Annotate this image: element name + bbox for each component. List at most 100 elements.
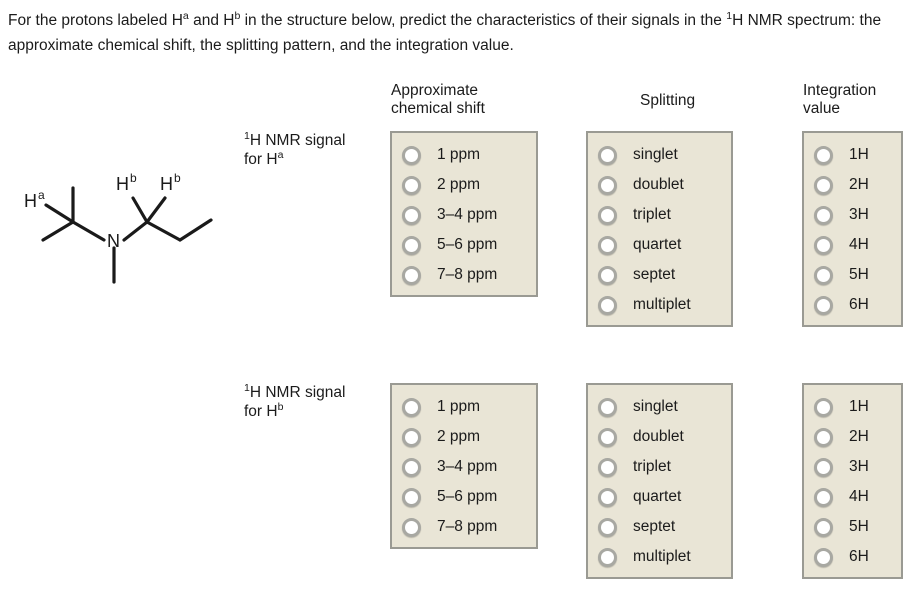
row-label-b-line1: 1H NMR signal [244, 381, 346, 401]
option-row[interactable]: doublet [588, 422, 731, 452]
row-label-signal-a: 1H NMR signal for Ha [244, 131, 384, 169]
column-header-chemical-shift: Approximate chemical shift [391, 82, 541, 118]
option-row[interactable]: 4H [804, 230, 901, 260]
option-row[interactable]: multiplet [588, 542, 731, 572]
option-row[interactable]: 3–4 ppm [392, 200, 536, 230]
option-row[interactable]: 5H [804, 260, 901, 290]
option-label: 3–4 ppm [437, 458, 498, 475]
radio-button-answer-group-integration-b-1[interactable] [814, 427, 833, 447]
radio-button-answer-group-shift-a-0[interactable] [402, 145, 421, 165]
option-label: 5–6 ppm [437, 236, 498, 253]
radio-button-answer-group-splitting-a-2[interactable] [598, 205, 617, 225]
option-row[interactable]: 3H [804, 200, 901, 230]
option-row[interactable]: singlet [588, 392, 731, 422]
superscript-1: 1 [244, 381, 250, 394]
option-label: 4H [849, 236, 869, 253]
option-row[interactable]: triplet [588, 452, 731, 482]
radio-button-answer-group-shift-b-4[interactable] [402, 517, 421, 537]
option-row[interactable]: 4H [804, 482, 901, 512]
radio-button-answer-group-splitting-b-0[interactable] [598, 397, 617, 417]
option-label: 2H [849, 428, 869, 445]
radio-button-answer-group-shift-b-2[interactable] [402, 457, 421, 477]
option-row[interactable]: 2H [804, 170, 901, 200]
question-prompt: For the protons labeled Ha and Hb in the… [8, 8, 898, 58]
superscript-1: 1 [244, 129, 250, 142]
option-row[interactable]: 2 ppm [392, 170, 536, 200]
option-row[interactable]: quartet [588, 230, 731, 260]
atom-label-n: N [107, 231, 120, 251]
option-label: singlet [633, 146, 678, 163]
radio-button-answer-group-splitting-a-3[interactable] [598, 235, 617, 255]
radio-button-answer-group-integration-a-0[interactable] [814, 145, 833, 165]
option-row[interactable]: 7–8 ppm [392, 512, 536, 542]
header-integration-line1: Integration [803, 82, 877, 99]
option-row[interactable]: 2 ppm [392, 422, 536, 452]
option-row[interactable]: doublet [588, 170, 731, 200]
header-shift-line2: chemical shift [391, 100, 485, 117]
option-row[interactable]: 1 ppm [392, 140, 536, 170]
radio-button-answer-group-shift-b-0[interactable] [402, 397, 421, 417]
radio-button-answer-group-integration-a-5[interactable] [814, 295, 833, 315]
option-label: 7–8 ppm [437, 266, 498, 283]
radio-button-answer-group-integration-a-4[interactable] [814, 265, 833, 285]
option-label: singlet [633, 398, 678, 415]
option-row[interactable]: 5–6 ppm [392, 230, 536, 260]
radio-button-answer-group-shift-a-4[interactable] [402, 265, 421, 285]
option-row[interactable]: singlet [588, 140, 731, 170]
radio-button-answer-group-shift-a-3[interactable] [402, 235, 421, 255]
option-row[interactable]: septet [588, 260, 731, 290]
radio-button-answer-group-integration-a-2[interactable] [814, 205, 833, 225]
radio-button-answer-group-splitting-a-5[interactable] [598, 295, 617, 315]
header-shift-line1: Approximate [391, 82, 479, 99]
option-row[interactable]: septet [588, 512, 731, 542]
option-row[interactable]: 6H [804, 290, 901, 320]
option-row[interactable]: 3–4 ppm [392, 452, 536, 482]
radio-button-answer-group-integration-b-4[interactable] [814, 517, 833, 537]
option-row[interactable]: 1H [804, 140, 901, 170]
radio-button-answer-group-splitting-a-0[interactable] [598, 145, 617, 165]
bond-ch2-ch3 [178, 218, 213, 242]
radio-button-answer-group-splitting-b-2[interactable] [598, 457, 617, 477]
option-row[interactable]: 5–6 ppm [392, 482, 536, 512]
bond-n-ch2 [122, 220, 149, 242]
option-label: 1 ppm [437, 398, 481, 415]
option-row[interactable]: 6H [804, 542, 901, 572]
radio-button-answer-group-splitting-b-3[interactable] [598, 487, 617, 507]
column-header-splitting: Splitting [640, 92, 790, 110]
radio-button-answer-group-shift-b-3[interactable] [402, 487, 421, 507]
radio-button-answer-group-integration-b-3[interactable] [814, 487, 833, 507]
header-integration-line2: value [803, 100, 841, 117]
option-row[interactable]: 7–8 ppm [392, 260, 536, 290]
radio-button-answer-group-integration-a-3[interactable] [814, 235, 833, 255]
radio-button-answer-group-splitting-a-1[interactable] [598, 175, 617, 195]
radio-button-answer-group-integration-b-2[interactable] [814, 457, 833, 477]
radio-button-answer-group-shift-b-1[interactable] [402, 427, 421, 447]
option-row[interactable]: 3H [804, 452, 901, 482]
option-label: quartet [633, 488, 682, 505]
superscript-1: 1 [726, 9, 733, 22]
option-row[interactable]: multiplet [588, 290, 731, 320]
radio-button-answer-group-shift-a-1[interactable] [402, 175, 421, 195]
header-splitting-line1: Splitting [640, 92, 696, 109]
atom-label-hb-right: Hb [160, 171, 181, 194]
option-label: 7–8 ppm [437, 518, 498, 535]
radio-button-answer-group-splitting-b-1[interactable] [598, 427, 617, 447]
radio-button-answer-group-integration-b-5[interactable] [814, 547, 833, 567]
option-row[interactable]: 2H [804, 422, 901, 452]
option-label: 1 ppm [437, 146, 481, 163]
option-row[interactable]: 1 ppm [392, 392, 536, 422]
option-row[interactable]: triplet [588, 200, 731, 230]
radio-button-answer-group-integration-a-1[interactable] [814, 175, 833, 195]
radio-button-answer-group-splitting-b-5[interactable] [598, 547, 617, 567]
option-label: septet [633, 266, 676, 283]
radio-button-answer-group-shift-a-2[interactable] [402, 205, 421, 225]
radio-button-answer-group-splitting-b-4[interactable] [598, 517, 617, 537]
radio-button-answer-group-integration-b-0[interactable] [814, 397, 833, 417]
radio-button-answer-group-splitting-a-4[interactable] [598, 265, 617, 285]
option-row[interactable]: quartet [588, 482, 731, 512]
question-line-1: For the protons labeled Ha and Hb in the… [8, 9, 697, 29]
option-row[interactable]: 1H [804, 392, 901, 422]
option-row[interactable]: 5H [804, 512, 901, 542]
